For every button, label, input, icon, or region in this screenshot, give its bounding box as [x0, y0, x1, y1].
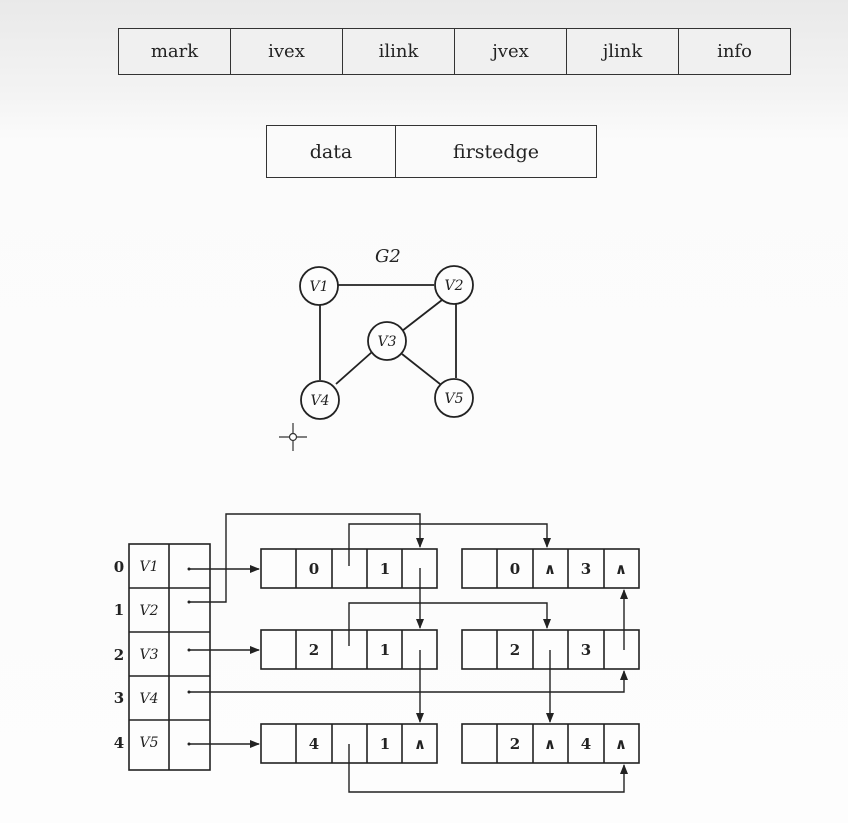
pointer-v4-firstedge [189, 670, 628, 693]
e1-ivex: 0 [309, 560, 319, 578]
vertex-v3-label: V3 [377, 334, 396, 350]
edge-node-record: mark ivex ilink jvex jlink info [118, 28, 791, 75]
pointer-e5-ilink [348, 744, 628, 793]
e4-jvex: 3 [581, 641, 591, 659]
e3-ivex: 2 [309, 641, 319, 659]
vertex-cell-v1: V1 [139, 559, 158, 575]
e2-ivex: 0 [510, 560, 520, 578]
index-3: 3 [114, 689, 124, 707]
vertex-cell-v3: V3 [139, 647, 158, 663]
edge-node-v3-v5 [461, 723, 640, 764]
edge-v3-v4 [335, 351, 373, 385]
e3-jvex: 1 [380, 641, 390, 659]
e6-ilink-null: ∧ [544, 735, 556, 753]
graph-g2: G2 V1 V2 V3 V4 V5 [299, 246, 474, 420]
vertex-cell-v5: V5 [139, 735, 158, 751]
graph-title: G2 [375, 246, 401, 267]
e5-ivex: 4 [309, 735, 319, 753]
vertex-v1-label: V1 [309, 279, 328, 295]
e1-jvex: 1 [380, 560, 390, 578]
vertex-v2 [434, 265, 474, 305]
vertex-v5-label: V5 [444, 391, 463, 407]
vertex-v4 [300, 380, 340, 420]
field-jvex: jvex [455, 29, 567, 74]
index-2: 2 [114, 646, 124, 664]
edge-v2-v3 [401, 299, 443, 332]
e5-jlink-null: ∧ [414, 735, 426, 753]
index-1: 1 [114, 601, 124, 619]
vertex-cell-v4: V4 [139, 691, 158, 707]
e6-jvex: 4 [581, 735, 591, 753]
vertex-v3 [367, 321, 407, 361]
pointer-v2-firstedge [189, 513, 424, 603]
pointer-e3-ilink [348, 602, 551, 646]
field-info: info [717, 41, 752, 62]
edge-node-v1-v4 [461, 548, 640, 589]
vertex-v4-label: V4 [310, 393, 329, 409]
vertex-v2-label: V2 [444, 278, 463, 294]
adjacency-multilist: 0 1 2 3 4 V1 V2 V3 V4 V5 [114, 513, 640, 793]
vertex-cell-v2: V2 [139, 603, 158, 619]
index-4: 4 [114, 734, 124, 752]
e5-jvex: 1 [380, 735, 390, 753]
edge-node-v5-v2 [260, 723, 438, 764]
vertex-v1 [299, 266, 339, 306]
edge-v3-v5 [401, 353, 441, 385]
e2-ilink-null: ∧ [544, 560, 556, 578]
crosshair-cursor-icon [279, 423, 307, 451]
e4-ivex: 2 [510, 641, 520, 659]
field-ivex: ivex [231, 29, 343, 74]
field-firstedge: firstedge [453, 140, 539, 163]
edge-node-v3-v4 [461, 629, 640, 670]
vertex-node-record: data firstedge [266, 125, 597, 178]
e2-jvex: 3 [581, 560, 591, 578]
pointer-e1-ilink [348, 523, 551, 566]
index-0: 0 [114, 558, 124, 576]
field-jlink: jlink [567, 29, 679, 74]
e6-ivex: 2 [510, 735, 520, 753]
vertex-v5 [434, 378, 474, 418]
e6-jlink-null: ∧ [615, 735, 627, 753]
field-mark: mark [119, 29, 231, 74]
e2-jlink-null: ∧ [615, 560, 627, 578]
field-ilink: ilink [343, 29, 455, 74]
field-data: data [267, 126, 396, 177]
